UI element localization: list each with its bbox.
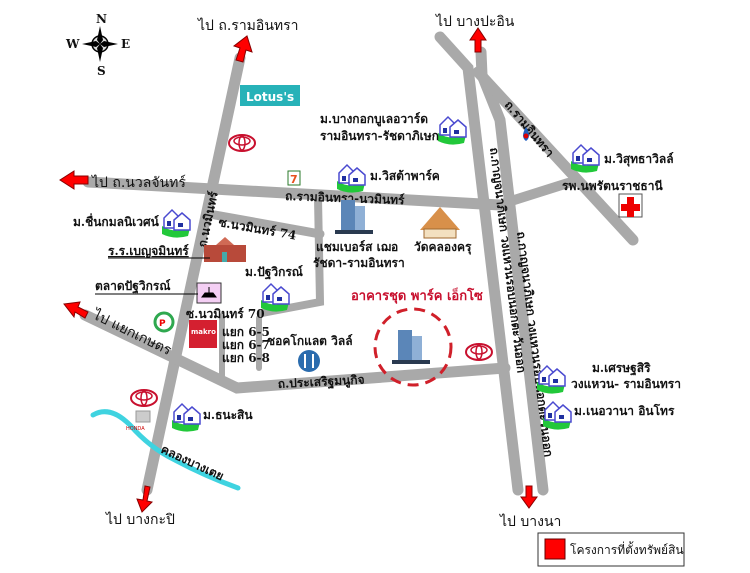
- restaurant-icon: [298, 350, 320, 372]
- label-to-bangpain: ไป บางปะอิน: [435, 13, 515, 30]
- house-icon: [336, 164, 366, 194]
- site-name: อาคารชุด พาร์ค เอ็กโซ: [351, 286, 483, 304]
- road-ramintra-nawamin: [82, 176, 506, 211]
- label-thanasin: ม.ธนะสิน: [203, 408, 253, 422]
- seven-eleven-icon: 7: [287, 170, 301, 186]
- site-marker[interactable]: [373, 307, 453, 387]
- lotus-logo: Lotus's: [240, 85, 300, 106]
- roads: [79, 31, 639, 496]
- label-ramintra-nawamin: ถ.รามอินทรา-นวมินทร์: [285, 189, 405, 207]
- toyota-icon: [465, 343, 493, 361]
- legend-label: โครงการที่ตั้งทรัพย์สิน: [570, 541, 684, 557]
- label-chuenkamon: ม.ชื่นกมลนิเวศน์: [73, 213, 160, 229]
- label-canal: คลองบางเตย: [159, 442, 226, 483]
- hospital-icon: [618, 193, 643, 218]
- compass-icon: N S E W: [65, 12, 130, 78]
- compass-s: S: [97, 64, 106, 78]
- house-icon: [260, 283, 290, 313]
- label-hospital: รพ.นพรัตนราชธานี: [562, 179, 663, 193]
- svg-text:7: 7: [290, 173, 298, 186]
- svg-text:HONDA: HONDA: [126, 426, 145, 432]
- label-chambord-1: แชมเบอร์ส เฌอ: [316, 240, 398, 254]
- compass-w: W: [65, 37, 80, 51]
- house-icon: [171, 403, 201, 433]
- legend-swatch: [544, 538, 566, 560]
- arrow-west-icon: [59, 170, 89, 190]
- label-to-bangkapi: ไป บางกะปิ: [105, 511, 175, 528]
- road-ring-west: [434, 31, 524, 496]
- arrow-north-bangpain-icon: [469, 27, 487, 53]
- site-building-icon: [392, 330, 430, 364]
- label-setthasiri-2: วงแหวน- รามอินทรา: [571, 377, 681, 391]
- label-nirvana: ม.เนอวานา อินโทร: [574, 403, 675, 418]
- direction-arrows: [59, 27, 538, 513]
- label-bangkok-boulevard-1: ม.บางกอกบูเลอวาร์ด: [320, 112, 428, 127]
- road-ramintra: [472, 66, 639, 246]
- temple-icon: [420, 207, 460, 239]
- label-chocolate-ville: ชอคโกแลต วิลล์: [267, 333, 353, 348]
- svg-text:makro: makro: [191, 328, 216, 336]
- label-vista-park: ม.วิสต้าพาร์ค: [370, 169, 440, 183]
- label-prasert: ถ.ประเสริฐมนูกิจ: [277, 372, 365, 392]
- house-icon: [570, 144, 600, 174]
- label-to-ramintra: ไป ถ.รามอินทรา: [197, 17, 299, 34]
- label-school: ร.ร.เบญจมินทร์: [108, 244, 189, 258]
- svg-text:Lotus's: Lotus's: [246, 90, 294, 104]
- label-wat: วัดคลองครุ: [414, 240, 472, 255]
- legend: โครงการที่ตั้งทรัพย์สิน: [537, 532, 685, 567]
- label-bangkok-boulevard-2: รามอินทรา-รัชดาภิเษก: [320, 129, 439, 143]
- road-soi-74: [210, 210, 325, 239]
- label-yaek-67: แยก 6-7: [222, 338, 270, 352]
- market-icon: [196, 282, 222, 304]
- arrow-north-icon: [232, 35, 253, 63]
- label-yaek-68: แยก 6-8: [222, 351, 270, 365]
- road-ring-east: [475, 46, 549, 496]
- label-to-bangna: ไป บางนา: [499, 513, 561, 530]
- label-yaek-65: แยก 6-5: [222, 325, 270, 339]
- road-connector: [500, 178, 573, 208]
- label-chambord-2: รัชดา-รามอินทรา: [313, 256, 405, 270]
- arrow-south-icon: [136, 485, 154, 513]
- toyota-icon: [228, 134, 256, 152]
- label-market: ตลาดปัฐวิกรณ์: [95, 279, 171, 294]
- svg-text:P: P: [159, 319, 166, 329]
- arrow-west-kaset-icon: [63, 301, 89, 319]
- label-pattawikorn: ม.ปัฐวิกรณ์: [245, 265, 303, 280]
- school-icon: [204, 237, 246, 262]
- house-icon: [161, 209, 191, 239]
- label-to-nuanchan: ไป ถ.นวลจันทร์: [91, 174, 186, 191]
- canal-bang-toei: [90, 409, 241, 491]
- honda-logo: HONDA: [126, 410, 151, 432]
- ptt-icon: [523, 127, 529, 141]
- label-ramintra: ถ.รามอินทรา: [502, 98, 557, 160]
- label-soi-70: ซ.นวมินทร์ 70: [186, 307, 265, 321]
- makro-logo: makro: [189, 320, 217, 348]
- road-nawamin: [141, 52, 246, 496]
- arrow-south-bangna-icon: [520, 485, 538, 509]
- compass-n: N: [96, 12, 107, 26]
- compass-e: E: [121, 37, 130, 51]
- label-setthasiri-1: ม.เศรษฐสิริ: [592, 361, 651, 376]
- house-icon: [437, 116, 467, 146]
- label-visutha-ville: ม.วิสุทธาวิลล์: [604, 152, 674, 167]
- toyota-icon: [130, 389, 158, 407]
- road-kaset: [79, 309, 511, 394]
- pt-station-icon: P: [153, 311, 175, 333]
